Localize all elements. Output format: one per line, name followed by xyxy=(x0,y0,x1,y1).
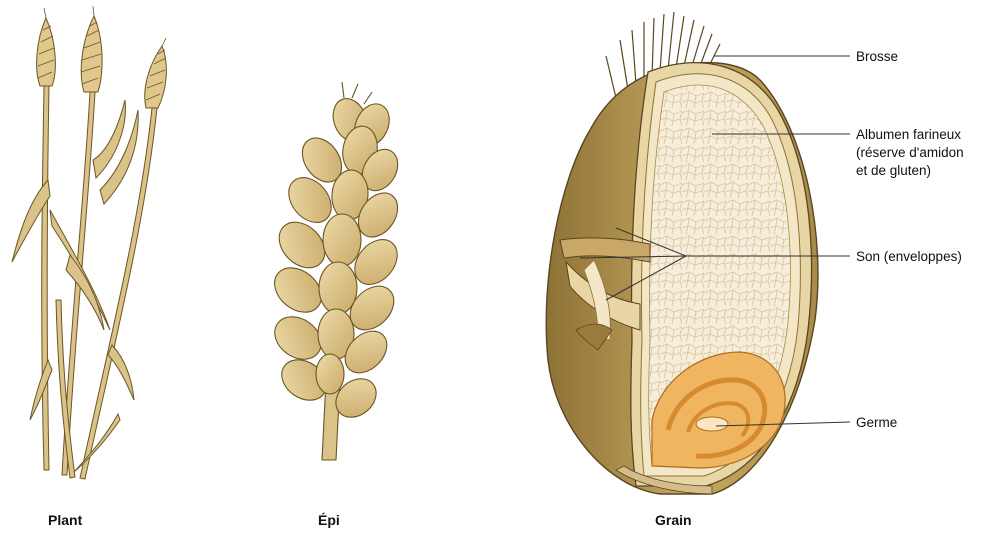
wheat-plant-illustration xyxy=(12,6,166,479)
label-son: Son (enveloppes) xyxy=(856,248,962,265)
caption-plant: Plant xyxy=(48,512,82,528)
wheat-grain-cross-section xyxy=(546,12,818,494)
wheat-ear-illustration xyxy=(266,82,406,460)
label-albumen-line1: Albumen farineux xyxy=(856,126,961,143)
label-brosse: Brosse xyxy=(856,48,898,65)
label-albumen-line2: (réserve d'amidon xyxy=(856,144,964,161)
caption-epi: Épi xyxy=(318,512,340,528)
label-albumen-line3: et de gluten) xyxy=(856,162,931,179)
caption-grain: Grain xyxy=(655,512,692,528)
label-germe: Germe xyxy=(856,414,897,431)
